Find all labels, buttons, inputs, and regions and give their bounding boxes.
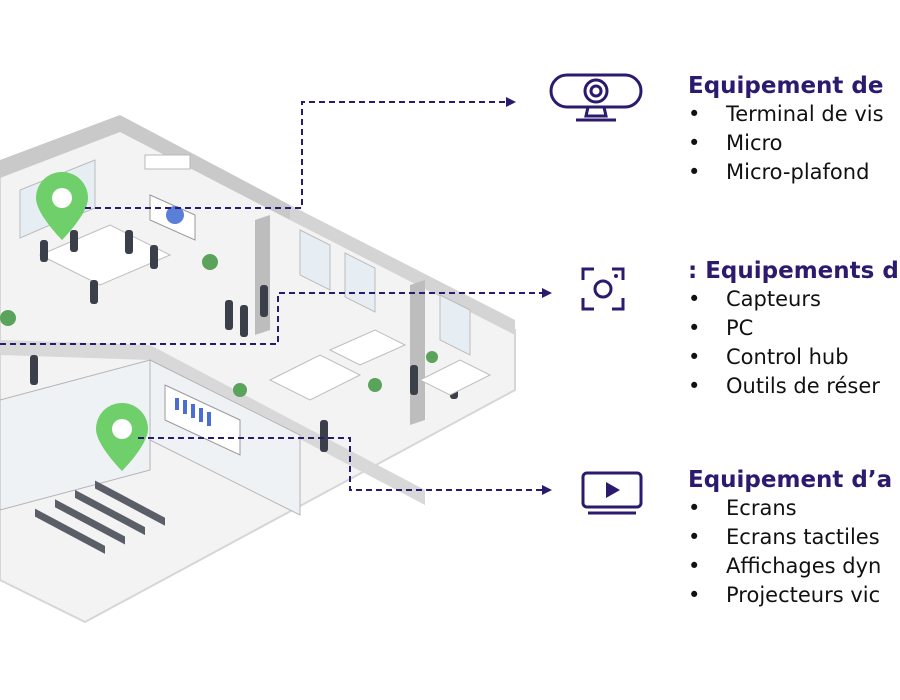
item-list: • Ecrans • Ecrans tactiles • Affichages dyn… [688,494,892,610]
item-label: Capteurs [726,287,821,311]
item-label: Projecteurs vic [726,583,881,607]
section-title: Equipement d’a [688,467,893,493]
partition-wall [150,345,425,505]
people [30,230,458,452]
item-label: Micro [726,131,783,155]
list-item: • Capteurs [688,285,899,314]
list-item: • PC [688,314,899,343]
bullet: • [688,131,701,155]
location-pin-meeting-room [36,172,88,240]
partition-wall-3 [255,215,270,335]
bullet: • [688,496,701,520]
item-label: PC [726,316,754,340]
connector-lines [0,101,544,491]
plants [0,254,438,397]
list-item: • Outils de réser [688,372,899,401]
item-label: Ecrans [726,496,797,520]
conference-chairs [35,480,165,554]
meeting-table [38,224,172,286]
list-item: • Micro [688,129,884,158]
connector-arrowheads [506,97,552,495]
bullet: • [688,374,701,398]
item-list: • Capteurs • PC • Control hub • Outils de ré… [688,285,899,401]
bullet: • [688,345,701,369]
list-item: • Micro-plafond [688,158,884,187]
bullet: • [688,160,701,184]
section-video-equipment: Equipement de • Terminal de vis • Micro • M… [688,73,884,187]
section-title: : Equipements d [688,258,899,284]
item-label: Control hub [726,345,849,369]
item-label: Terminal de vis [726,102,884,126]
list-item: • Control hub [688,343,899,372]
list-item: • Terminal de vis [688,100,884,129]
screen-play-icon [580,470,644,521]
bullet: • [688,287,701,311]
pie-chart [166,206,184,224]
list-item: • Ecrans tactiles [688,523,892,552]
item-label: Affichages dyn [726,554,882,578]
bullet: • [688,525,701,549]
bullet: • [688,102,701,126]
section-sensor-equipment: : Equipements d • Capteurs • PC • Control h… [688,258,899,401]
list-item: • Affichages dyn [688,552,892,581]
list-item: • Projecteurs vic [688,581,892,610]
item-label: Ecrans tactiles [726,525,880,549]
section-display-equipment: Equipement d’a • Ecrans • Ecrans tactiles … [688,467,892,610]
air-conditioner [144,154,191,170]
location-pin-conference-room [96,403,148,471]
item-label: Micro-plafond [726,160,870,184]
bullet: • [688,554,701,578]
partition-wall-4 [410,280,425,425]
bullet: • [688,316,701,340]
board-bars [175,398,211,426]
item-label: Outils de réser [726,374,880,398]
bullet: • [688,583,701,607]
list-item: • Ecrans [688,494,892,523]
webcam-icon [548,72,644,133]
camera-focus-icon [580,266,626,317]
item-list: • Terminal de vis • Micro • Micro-plafond [688,100,884,187]
right-wall [290,205,515,335]
back-wall [0,115,290,220]
section-title: Equipement de [688,73,884,99]
desks [268,329,492,401]
